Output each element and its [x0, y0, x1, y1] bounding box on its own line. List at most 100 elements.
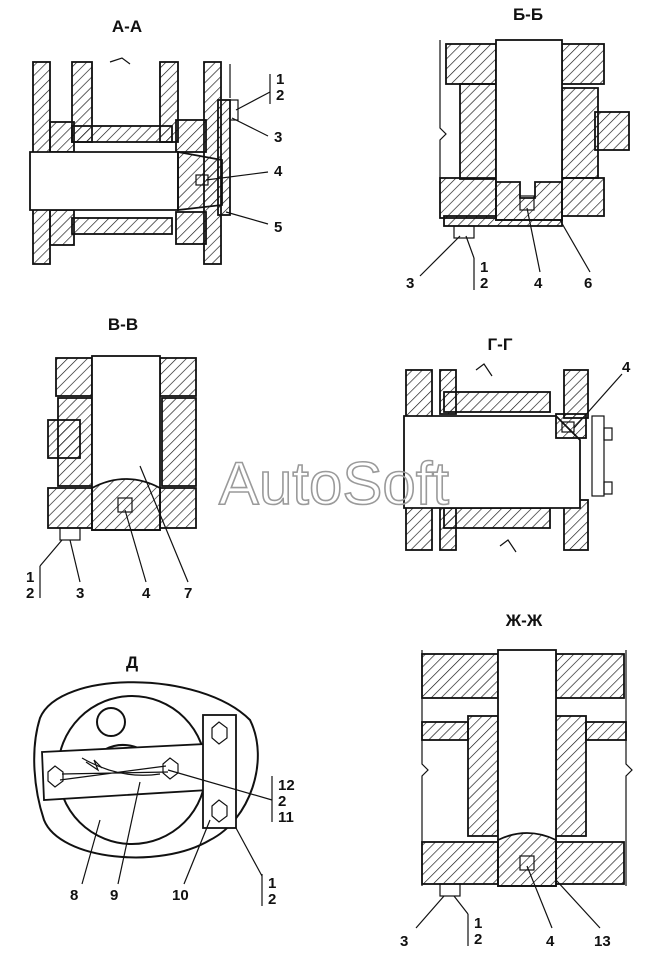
aa-bush-left: [49, 121, 75, 153]
bb-mid-right: [561, 87, 599, 179]
zz-top-left: [421, 653, 499, 699]
section-zz: Ж-Ж: [421, 611, 633, 897]
aa-leader-4: [205, 171, 269, 181]
zz-leader-13: [555, 879, 601, 929]
zz-leader-12: [453, 895, 469, 915]
vv-callout-7: 7: [184, 585, 192, 602]
vv-pin-base: [91, 478, 161, 531]
zz-arm-left: [421, 721, 469, 741]
d-contour: [33, 681, 259, 859]
view-d: Д: [33, 653, 259, 859]
zz-top-right: [555, 653, 625, 699]
bb-break-line: [439, 40, 447, 178]
bb-pin-base: [495, 181, 563, 221]
d-leader-12b: [235, 827, 263, 877]
bb-side-lug: [594, 111, 630, 151]
aa-bush-left-low: [49, 209, 75, 246]
vv-top-left: [55, 357, 93, 397]
zz-mid-left: [467, 715, 499, 837]
aa-sleeve-bottom: [71, 217, 173, 235]
aa-lock-plate: [217, 99, 231, 216]
d-leader-10: [183, 819, 211, 885]
d-callout-2: 2: [278, 793, 286, 810]
section-vv-title: В-В: [108, 315, 138, 334]
d-bolt-hex-top: [211, 721, 228, 745]
vv-mid-right: [161, 397, 197, 487]
zz-pin-base: [497, 832, 557, 887]
vv-bot-right: [159, 487, 197, 529]
bb-leader-3: [419, 235, 461, 277]
aa-leader-5: [225, 211, 269, 225]
vv-callouts: 1 2 3 4 7: [26, 465, 192, 602]
d-leader-9: [117, 781, 141, 885]
vv-callout-3: 3: [76, 585, 84, 602]
vv-bolt: [59, 527, 81, 541]
zz-bot-left: [421, 841, 499, 885]
zz-bolt: [439, 883, 461, 897]
d-callout-2b: 2: [268, 891, 276, 908]
d-bolt-hex-left: [47, 765, 64, 788]
gg-screw: [561, 421, 575, 433]
bb-leader-6: [559, 219, 591, 273]
gg-pin-head: [555, 413, 587, 439]
aa-leader-3: [231, 117, 269, 137]
gg-sleeve-bottom: [443, 507, 551, 529]
aa-callout-5: 5: [274, 219, 282, 236]
zz-callout-2: 2: [474, 931, 482, 948]
vv-callout-1: 1: [26, 569, 34, 586]
aa-sleeve-top: [71, 125, 173, 143]
d-leader-8: [81, 819, 101, 885]
section-vv: В-В: [47, 315, 197, 541]
bb-callout-6: 6: [584, 275, 592, 292]
gg-lock-plate: [591, 415, 605, 497]
d-callout-11: 11: [278, 809, 294, 826]
bb-callout-3: 3: [406, 275, 414, 292]
aa-callout-3: 3: [274, 129, 282, 146]
zz-leader-4: [526, 865, 553, 929]
d-callout-10: 10: [172, 887, 189, 904]
gg-break-lines: [475, 363, 517, 553]
aa-callouts: 1 2 3 4 5: [205, 71, 284, 236]
bb-leader-4: [526, 207, 541, 273]
bb-callout-2: 2: [480, 275, 488, 292]
aa-pin-head: [177, 150, 223, 212]
section-gg-title: Г-Г: [488, 335, 513, 354]
gg-bolt-bottom: [603, 481, 613, 495]
bb-bolt: [453, 225, 475, 239]
d-plate: [202, 714, 237, 829]
zz-mid-right: [555, 715, 587, 837]
bb-bot-left: [439, 177, 497, 219]
d-bolt-hex-bottom: [211, 799, 228, 823]
zz-callouts: 3 1 2 4 13: [400, 865, 611, 950]
vv-top-right: [159, 357, 197, 397]
zz-break-lines: [421, 650, 633, 886]
bb-callout-1: 1: [480, 259, 488, 276]
aa-bush-right-low: [175, 211, 207, 245]
vv-callout-4: 4: [142, 585, 151, 602]
watermark-text: AutoSoft: [219, 450, 449, 517]
view-d-title: Д: [126, 653, 138, 672]
aa-callout-2: 2: [276, 87, 284, 104]
aa-bush-right: [175, 119, 207, 153]
aa-leader-12: [235, 91, 271, 111]
bb-callouts: 3 1 2 4 6: [406, 207, 592, 292]
d-wire: [59, 757, 169, 781]
bb-top-right: [561, 43, 605, 85]
section-bb: Б-Б: [439, 5, 630, 239]
d-callout-1b: 1: [268, 875, 276, 892]
zz-callout-1: 1: [474, 915, 482, 932]
zz-callout-4: 4: [546, 933, 555, 950]
vv-left-lug: [47, 419, 81, 459]
zz-callout-3: 3: [400, 933, 408, 950]
bb-top-left: [445, 43, 497, 85]
aa-bolt: [229, 99, 239, 121]
gg-pin: [403, 415, 581, 509]
vv-leader-3: [69, 539, 81, 583]
aa-pin: [29, 151, 179, 211]
bb-mid-left: [459, 83, 497, 180]
bb-leader-12: [465, 235, 475, 259]
aa-break-line: [91, 57, 161, 122]
gg-right-plate-top: [563, 369, 589, 419]
